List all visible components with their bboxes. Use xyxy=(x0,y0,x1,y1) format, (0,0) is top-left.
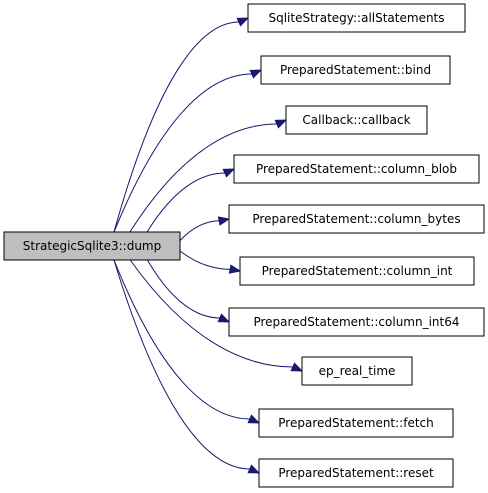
edge-dump-to-column_int xyxy=(179,250,242,274)
node-callback-label: Callback::callback xyxy=(302,113,410,127)
arrowhead-column_blob xyxy=(222,168,236,178)
arrowhead-bind xyxy=(249,69,263,79)
edge-dump-to-ep_real_time xyxy=(129,259,304,372)
node-fetch[interactable]: PreparedStatement::fetch xyxy=(258,408,454,438)
node-callback[interactable]: Callback::callback xyxy=(285,105,428,135)
node-bind[interactable]: PreparedStatement::bind xyxy=(260,55,451,85)
node-column_bytes-box xyxy=(228,204,485,234)
node-column_int-label: PreparedStatement::column_int xyxy=(262,264,453,278)
node-allStatements-box xyxy=(247,3,466,33)
node-column_int64-label: PreparedStatement::column_int64 xyxy=(253,315,459,329)
node-dump[interactable]: StrategicSqlite3::dump xyxy=(3,231,181,261)
node-dump-box xyxy=(3,231,181,261)
arrowhead-fetch xyxy=(247,414,261,424)
node-dump-label: StrategicSqlite3::dump xyxy=(23,239,162,253)
node-column_int64[interactable]: PreparedStatement::column_int64 xyxy=(228,307,485,337)
node-allStatements[interactable]: SqliteStrategy::allStatements xyxy=(247,3,466,33)
node-column_bytes-label: PreparedStatement::column_bytes xyxy=(252,212,460,226)
node-column_blob[interactable]: PreparedStatement::column_blob xyxy=(233,154,480,184)
node-bind-box xyxy=(260,55,451,85)
node-allStatements-label: SqliteStrategy::allStatements xyxy=(268,11,444,25)
node-ep_real_time-label: ep_real_time xyxy=(319,364,396,378)
node-reset-label: PreparedStatement::reset xyxy=(278,466,434,480)
call-edges xyxy=(113,17,304,474)
node-bind-label: PreparedStatement::bind xyxy=(280,63,431,77)
node-column_int[interactable]: PreparedStatement::column_int xyxy=(239,256,475,286)
node-column_blob-label: PreparedStatement::column_blob xyxy=(256,162,457,176)
edge-dump-to-callback xyxy=(129,119,288,233)
node-ep_real_time-box xyxy=(301,356,413,386)
edge-dump-to-allStatements xyxy=(113,17,250,233)
node-column_int64-box xyxy=(228,307,485,337)
node-fetch-label: PreparedStatement::fetch xyxy=(278,416,433,430)
edge-dump-to-fetch xyxy=(113,259,261,424)
arrowhead-column_int xyxy=(228,264,242,274)
arrowhead-column_int64 xyxy=(217,313,231,323)
arrowhead-ep_real_time xyxy=(290,362,304,372)
arrowhead-callback xyxy=(274,119,288,129)
edge-dump-to-column_bytes xyxy=(179,216,231,241)
node-ep_real_time[interactable]: ep_real_time xyxy=(301,356,413,386)
edge-dump-to-reset xyxy=(113,259,261,474)
node-column_int-box xyxy=(239,256,475,286)
node-fetch-box xyxy=(258,408,454,438)
edge-dump-to-column_int64 xyxy=(146,259,231,323)
node-callback-box xyxy=(285,105,428,135)
arrowhead-allStatements xyxy=(236,17,250,27)
node-column_bytes[interactable]: PreparedStatement::column_bytes xyxy=(228,204,485,234)
edge-dump-to-bind xyxy=(113,69,263,233)
node-column_blob-box xyxy=(233,154,480,184)
edge-dump-to-column_blob xyxy=(146,168,236,233)
arrowhead-column_bytes xyxy=(217,216,231,226)
arrowhead-reset xyxy=(247,464,261,474)
node-reset[interactable]: PreparedStatement::reset xyxy=(258,458,454,488)
node-reset-box xyxy=(258,458,454,488)
